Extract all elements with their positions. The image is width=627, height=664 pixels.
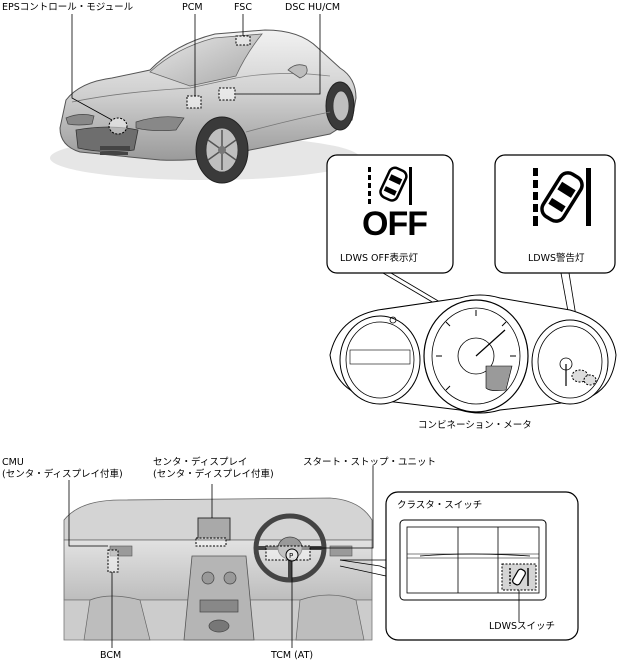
combination-meter-label: コンビネーション・メータ (418, 420, 532, 431)
bcm-label: BCM (100, 650, 122, 661)
eps-control-module-label: EPSコントロール・モジュール (2, 2, 134, 13)
cluster-switch-callout (385, 491, 579, 641)
fsc-label: FSC (234, 2, 252, 13)
tcm-label: TCM (AT) (271, 650, 314, 661)
svg-text:P: P (289, 552, 293, 560)
center-display-label: センタ・ディスプレイ (153, 457, 248, 468)
lane-departure-warning-icon (533, 168, 591, 226)
cluster-switch-label: クラスタ・スイッチ (397, 500, 483, 511)
ldws-off-indicator-label: LDWS OFF表示灯 (340, 253, 418, 264)
ldws-off-callout (326, 154, 454, 274)
car-illustration (50, 29, 360, 184)
ldws-warning-light-label: LDWS警告灯 (528, 253, 585, 264)
pcm-label: PCM (182, 2, 203, 13)
car-leader-lines (71, 14, 321, 121)
dsc-hu-cm-label: DSC HU/CM (285, 2, 341, 13)
combination-meter (329, 294, 617, 414)
interior-illustration: P (63, 497, 373, 641)
lane-departure-switch-icon (509, 568, 529, 586)
ldws-off-icon-text: OFF (362, 205, 428, 243)
center-display-sublabel: (センタ・ディスプレイ付車) (153, 469, 274, 480)
callout-connector (339, 559, 387, 577)
start-stop-unit-label: スタート・ストップ・ユニット (303, 457, 437, 468)
cmu-label: CMU (2, 457, 24, 468)
cmu-sublabel: (センタ・ディスプレイ付車) (2, 469, 123, 480)
lane-departure-off-icon (368, 166, 412, 205)
ldws-switch-label: LDWSスイッチ (489, 621, 556, 632)
